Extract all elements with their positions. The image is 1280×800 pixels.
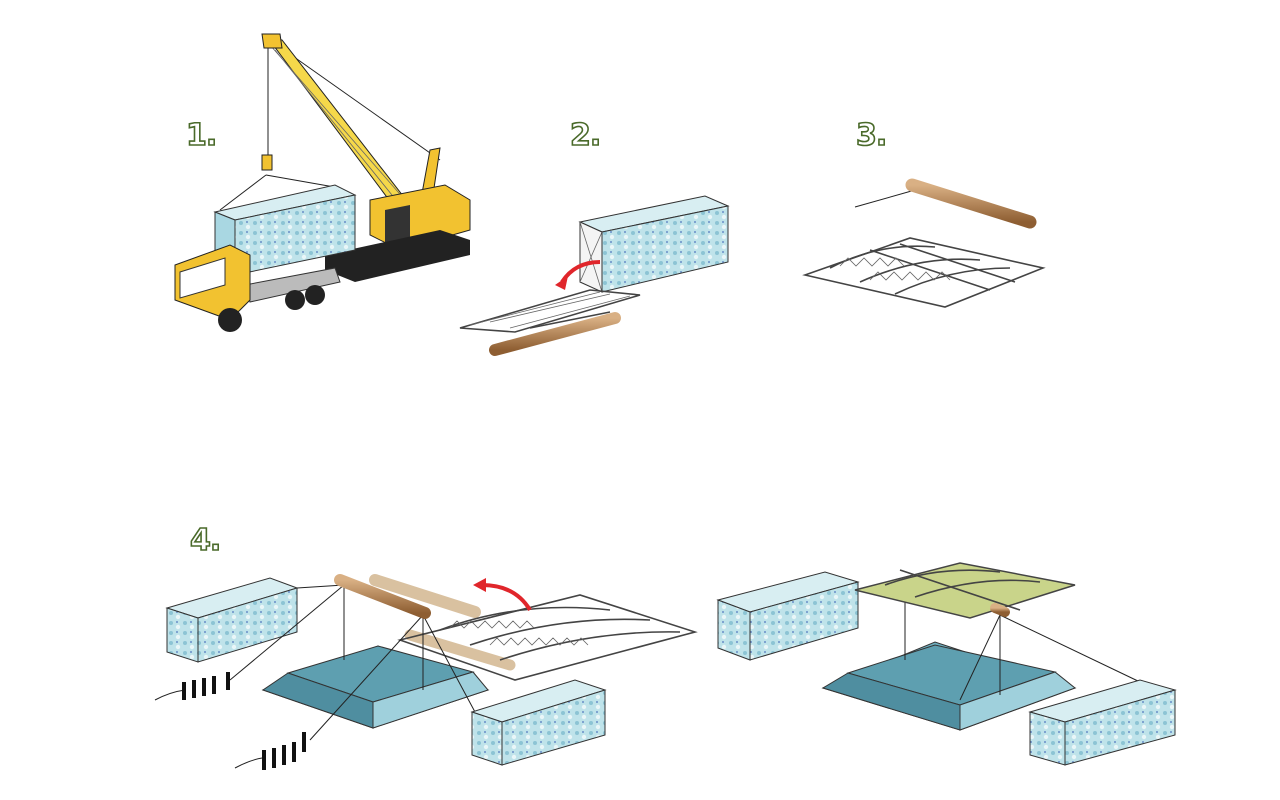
truck xyxy=(174,244,341,332)
left-container xyxy=(165,577,299,663)
step-2-unpacking xyxy=(459,195,730,356)
roof-truss-frame xyxy=(397,594,698,681)
timber-log xyxy=(905,178,1037,229)
platform xyxy=(821,641,1077,731)
step-4-label: 4. xyxy=(189,522,222,559)
step-3-assembly xyxy=(802,178,1046,308)
left-container xyxy=(716,571,860,661)
shipping-container xyxy=(578,195,730,293)
folded-truss xyxy=(459,289,641,333)
step-1-label: 1. xyxy=(185,117,218,154)
step-3-label: 3. xyxy=(855,117,888,154)
right-container xyxy=(1028,679,1177,766)
right-container xyxy=(470,679,607,766)
timber-log xyxy=(489,312,621,356)
green-roof xyxy=(854,562,1076,619)
platform xyxy=(261,645,490,729)
ghost-log xyxy=(404,629,516,671)
roof-truss-frame xyxy=(802,237,1046,308)
shipping-container xyxy=(213,174,357,276)
crane xyxy=(261,33,471,282)
timber-log xyxy=(334,574,431,619)
ghost-log xyxy=(369,574,481,618)
step-4-raising xyxy=(154,574,698,770)
step-2-label: 2. xyxy=(569,117,602,154)
red-arrow xyxy=(481,583,532,612)
step-1-crane-truck xyxy=(174,33,471,332)
timber-log xyxy=(990,603,1010,617)
people-pulling-rope xyxy=(154,672,306,770)
step-5-completed xyxy=(716,562,1177,766)
